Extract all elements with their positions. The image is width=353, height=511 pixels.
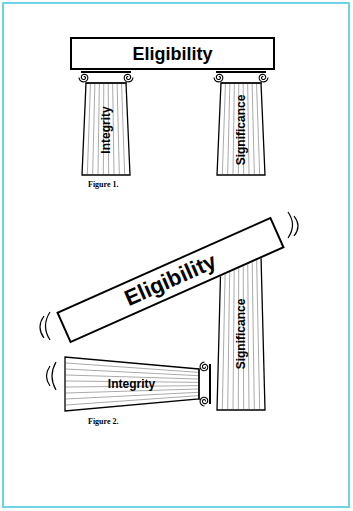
column-fluting [66,392,198,399]
column-fluting [257,84,260,174]
column-volute [214,247,223,255]
column-volute [79,74,88,82]
column-shaft [217,256,265,410]
column-shaft [217,83,265,175]
column-fluting [87,84,90,174]
figure-caption: Figure 1. [88,180,119,189]
beam-label: Eligibility [121,250,219,310]
column-capital [216,71,266,73]
column-label: Integrity [108,378,155,390]
column-volute [124,74,133,82]
lintel-beam: Eligibility [70,37,275,70]
column-drawing [214,245,268,410]
column-volute [259,247,268,255]
column-pillar: Significance [213,70,269,176]
column-pillar: Integrity [78,70,134,176]
column-fluting [248,84,249,174]
vibration-arc [47,366,51,386]
column-label: Significance [235,298,247,369]
column-label: Significance [235,94,247,165]
beam-label: Eligibility [132,45,212,63]
column-volute [259,74,268,82]
column-shaft [65,357,199,411]
column-capital [220,82,262,83]
column-fluting [66,363,198,372]
frame-border [2,2,350,508]
column-capital [209,364,211,404]
vibration-arc [46,312,51,340]
column-drawing [214,72,268,175]
vibration-arc [294,216,298,236]
vibration-arc [288,212,293,238]
column-fluting [252,257,254,409]
column-capital [85,82,127,83]
column-fluting [252,84,254,174]
column-volute [214,74,223,82]
column-fluting [122,84,125,174]
column-fluting [228,257,230,409]
column-volute [200,397,208,406]
column-drawing [79,72,133,175]
column-fluting [113,84,114,174]
column-capital [198,368,199,400]
column-volute [200,362,208,371]
column-fluting [66,369,198,376]
column-fluting [117,84,119,174]
vibration-arc [52,362,56,390]
column-label: Integrity [100,106,112,153]
fallen-column: Integrity [64,356,212,412]
column-fluting [93,84,95,174]
figure-caption: Figure 2. [88,417,119,426]
column-fluting [66,396,198,405]
column-fluting [222,257,225,409]
column-drawing [65,357,210,411]
column-fluting [228,84,230,174]
column-shaft [82,83,130,175]
column-capital [216,244,266,246]
column-capital [220,255,262,256]
vibration-arc [40,316,44,338]
column-fluting [248,257,249,409]
column-fluting [222,84,225,174]
column-capital [81,71,131,73]
column-fluting [257,257,260,409]
